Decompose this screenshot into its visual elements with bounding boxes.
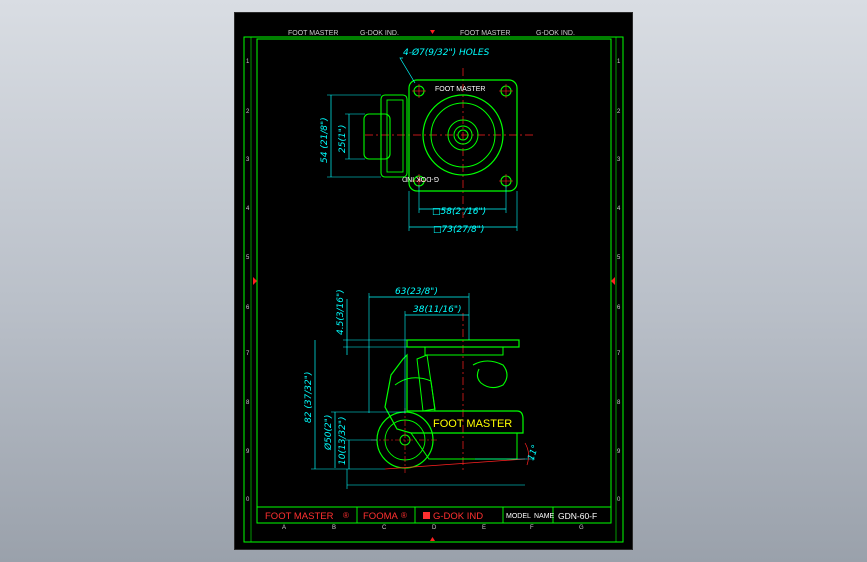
top-side-housing [380, 94, 408, 178]
dim-58-label: □58(2 /16") [432, 207, 486, 217]
top-mid-disc [430, 102, 496, 168]
top-outer-disc [422, 94, 504, 176]
dim-25-label: 25(1") [338, 125, 348, 153]
col-label: A [282, 525, 286, 531]
row-label: 7 [246, 351, 250, 357]
row-label: 2 [617, 109, 621, 115]
top-view: FOOT MASTER G-DOK IND 4-Ø7(9/32") HOLES … [320, 47, 535, 235]
outer-frame [243, 36, 624, 543]
holes-note: 4-Ø7(9/32") HOLES [403, 47, 490, 58]
cad-drawing: FOOT MASTER G-DOK IND. FOOT MASTER G-DOK… [243, 30, 624, 543]
row-label: 8 [617, 400, 621, 406]
row-label: 0 [617, 497, 621, 503]
col-label: F [530, 525, 534, 531]
top-inner-disc [447, 119, 479, 151]
plate-brand-text: FOOT MASTER [435, 86, 485, 93]
drawing-sheet: FOOT MASTER G-DOK IND. FOOT MASTER G-DOK… [234, 12, 633, 550]
row-label: 4 [617, 206, 621, 212]
col-label: D [432, 525, 437, 531]
top-hub [453, 125, 473, 145]
column-labels: A B C D E F G [282, 525, 584, 531]
dim-38-label: 38(11/16") [413, 305, 462, 315]
title-brand: FOOT MASTER [265, 511, 334, 522]
title-model-label: MODEL [506, 513, 531, 520]
side-view: FOOT MASTER 63(23/8") 38(11/16") 4.5(3/1… [304, 287, 541, 489]
title-block-frame [256, 506, 612, 524]
row-label: 2 [246, 109, 250, 115]
ground-line [384, 458, 526, 470]
dim-73-label: □73(27/8") [433, 225, 484, 235]
header-center-marker [430, 30, 435, 34]
title-brand2: FOOMA [363, 511, 398, 522]
top-hub-core [457, 129, 469, 141]
row-label: 6 [617, 305, 621, 311]
side-bracket-arm [394, 377, 436, 412]
row-label: 6 [246, 305, 250, 311]
header-left-brand: FOOT MASTER [288, 30, 338, 37]
side-plate-boss [424, 346, 504, 356]
side-adjust-knob [472, 360, 508, 389]
row-label: 1 [617, 59, 621, 65]
col-label: B [332, 525, 336, 531]
dim-63-label: 63(23/8") [395, 287, 438, 297]
row-label: 3 [246, 157, 250, 163]
row-label: 9 [246, 449, 250, 455]
side-lever [416, 354, 436, 412]
hole-crosses [412, 84, 513, 188]
title-company: G-DOK IND [433, 511, 483, 522]
holes-leader [399, 57, 416, 84]
row-labels-right: 1 2 3 4 5 6 7 8 9 0 [617, 59, 621, 503]
inner-frame [256, 38, 612, 508]
row-label: 4 [246, 206, 250, 212]
title-brand-mark: ® [343, 511, 349, 520]
body-label: FOOT MASTER [433, 418, 512, 430]
header-right-company: G-DOK IND. [536, 30, 575, 37]
left-center-marker [253, 277, 257, 285]
title-brand2-mark: ® [401, 511, 407, 520]
title-name-label: NAME [534, 513, 555, 520]
col-label: C [382, 525, 387, 531]
col-label: G [579, 525, 584, 531]
row-label: 8 [246, 400, 250, 406]
row-label: 7 [617, 351, 621, 357]
row-label: 9 [617, 449, 621, 455]
header-right-brand: FOOT MASTER [460, 30, 510, 37]
right-center-marker [611, 277, 615, 285]
dim-82-label: 82 (37/32") [304, 372, 314, 423]
company-logo-icon [423, 512, 430, 519]
row-label: 5 [246, 255, 250, 261]
top-side-bracket [386, 99, 404, 173]
plate-company-text: G-DOK IND [402, 175, 439, 182]
angle-label: 11° [526, 444, 541, 462]
side-housing-body [384, 353, 524, 434]
angle-arc [524, 442, 529, 466]
bottom-center-marker [430, 537, 435, 541]
row-label: 3 [617, 157, 621, 163]
row-label: 1 [246, 59, 250, 65]
row-labels-left: 1 2 3 4 5 6 7 8 9 0 [246, 59, 250, 503]
title-block: FOOT MASTER ® FOOMA ® G-DOK IND MODEL NA… [256, 506, 612, 524]
dim-50-label: Ø50(2") [323, 415, 334, 451]
dim-54-label: 54 (21/8") [320, 117, 330, 163]
row-label: 0 [246, 497, 250, 503]
col-label: E [482, 525, 486, 531]
title-model-value: GDN-60-F [558, 511, 597, 521]
side-base-pad [410, 432, 518, 460]
header-left-company: G-DOK IND. [360, 30, 399, 37]
row-label: 5 [617, 255, 621, 261]
dim-10-label: 10(13/32") [338, 416, 348, 465]
top-mount-plate [408, 79, 518, 192]
top-wheel-outline [363, 113, 391, 160]
dim-4-5-label: 4.5(3/16") [336, 289, 346, 335]
